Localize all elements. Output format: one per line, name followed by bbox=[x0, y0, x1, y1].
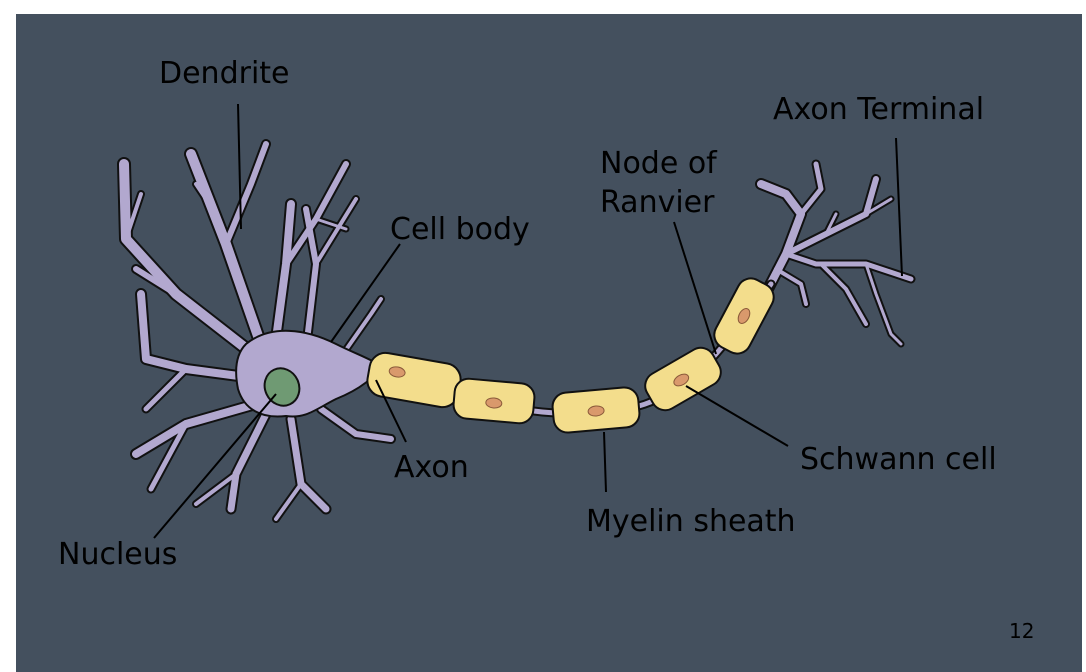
label-schwann-cell: Schwann cell bbox=[800, 442, 997, 477]
leader-axon bbox=[375, 379, 407, 443]
label-axon-terminal: Axon Terminal bbox=[773, 92, 984, 127]
label-axon: Axon bbox=[394, 450, 469, 485]
leader-nucleus bbox=[153, 393, 277, 539]
schwann-cell bbox=[452, 377, 536, 425]
leader-axon-terminal bbox=[895, 137, 903, 277]
leader-lines bbox=[153, 103, 903, 539]
dendrite-branches bbox=[119, 141, 394, 521]
leader-schwann-cell bbox=[685, 385, 789, 447]
schwann-cell bbox=[644, 346, 722, 412]
schwann-cell bbox=[366, 351, 462, 409]
page-number: 12 bbox=[1009, 619, 1034, 643]
schwann-cell bbox=[713, 277, 775, 355]
schwann-cell bbox=[551, 386, 641, 434]
leader-dendrite bbox=[237, 103, 242, 230]
axon-terminal-branches bbox=[757, 161, 914, 346]
myelin-sheath bbox=[366, 277, 775, 434]
slide: Dendrite Axon Terminal Node of Ranvier C… bbox=[16, 14, 1082, 672]
label-node-of-ranvier-line1: Node of bbox=[600, 146, 718, 181]
cell-body bbox=[235, 329, 383, 418]
label-nucleus: Nucleus bbox=[58, 537, 177, 572]
leader-node-of-ranvier bbox=[673, 221, 717, 355]
label-node-of-ranvier-line2: Ranvier bbox=[600, 185, 715, 220]
label-myelin-sheath: Myelin sheath bbox=[586, 504, 796, 539]
leader-myelin-sheath bbox=[603, 431, 607, 493]
labels: Dendrite Axon Terminal Node of Ranvier C… bbox=[58, 56, 1034, 643]
label-dendrite: Dendrite bbox=[159, 56, 290, 91]
leader-cell-body bbox=[330, 243, 401, 343]
label-cell-body: Cell body bbox=[390, 212, 530, 247]
neuron-diagram: Dendrite Axon Terminal Node of Ranvier C… bbox=[58, 56, 1034, 643]
